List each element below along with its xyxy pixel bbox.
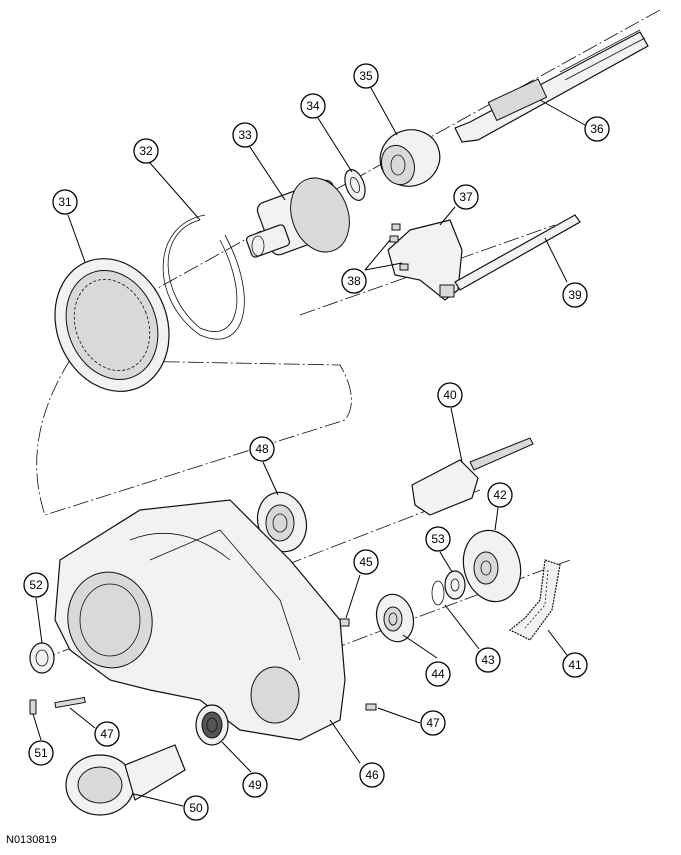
svg-text:35: 35 [359,69,373,83]
callout-44: 44 [425,661,451,687]
callout-48: 48 [249,436,275,462]
callout-49: 49 [242,772,268,798]
callout-33: 33 [232,122,258,148]
callout-36: 36 [584,116,610,142]
vent-51 [29,699,37,715]
svg-text:47: 47 [426,716,440,730]
callout-32: 32 [133,138,159,164]
svg-text:46: 46 [365,768,379,782]
figure-id: N0130819 [6,834,57,846]
callout-40: 40 [437,382,463,408]
snap-ring-43 [431,580,445,606]
svg-text:40: 40 [443,388,457,402]
callout-53: 53 [425,526,451,552]
svg-text:42: 42 [493,488,507,502]
svg-text:45: 45 [359,555,373,569]
shift-fork-37 [387,219,463,301]
shift-rail-39 [454,214,581,291]
case-half-46 [54,499,346,741]
callout-37: 37 [453,184,479,210]
callout-51: 51 [28,740,54,766]
svg-text:41: 41 [568,658,582,672]
svg-text:48: 48 [255,442,269,456]
svg-text:39: 39 [568,288,582,302]
svg-text:49: 49 [248,778,262,792]
bearing-44 [375,593,415,643]
callout-45: 45 [353,549,379,575]
svg-text:51: 51 [34,746,48,760]
svg-text:33: 33 [238,128,252,142]
main-shaft-36 [454,29,649,143]
driven-sprocket-42 [462,529,522,603]
svg-text:37: 37 [459,190,473,204]
svg-text:34: 34 [306,99,320,113]
seal-52 [29,642,55,674]
svg-text:47: 47 [100,727,114,741]
callout-50: 50 [183,795,209,821]
callout-47b: 47 [420,710,446,736]
svg-text:43: 43 [481,653,495,667]
magnet-45 [339,618,350,627]
callout-47a: 47 [94,721,120,747]
svg-text:52: 52 [29,578,43,592]
callout-52: 52 [23,572,49,598]
svg-text:32: 32 [139,144,153,158]
callout-31: 31 [52,189,78,215]
washer-53 [444,570,466,600]
snap-ring-32 [162,214,245,340]
svg-text:36: 36 [590,122,604,136]
callout-46: 46 [359,762,385,788]
sun-gear-35 [379,129,441,187]
callout-39: 39 [562,282,588,308]
callout-43: 43 [475,647,501,673]
fork-pads-38 [389,223,409,271]
ring-gear-31 [54,258,170,392]
dowels-47 [54,696,377,711]
callout-35: 35 [353,63,379,89]
svg-text:50: 50 [189,801,203,815]
svg-text:38: 38 [347,274,361,288]
shift-cam-40 [411,437,534,516]
svg-text:31: 31 [58,195,72,209]
bearing-48 [256,491,308,553]
thrust-bearing-34 [344,169,366,201]
drive-chain-41 [508,559,561,641]
callout-41: 41 [562,652,588,678]
leader-lines [32,87,586,807]
seal-49 [195,704,229,746]
planetary-carrier-33 [245,177,350,258]
svg-text:44: 44 [431,667,445,681]
callout-34: 34 [300,93,326,119]
svg-text:53: 53 [431,532,445,546]
callout-42: 42 [487,482,513,508]
flange-50 [65,744,186,816]
callout-38: 38 [341,268,367,294]
